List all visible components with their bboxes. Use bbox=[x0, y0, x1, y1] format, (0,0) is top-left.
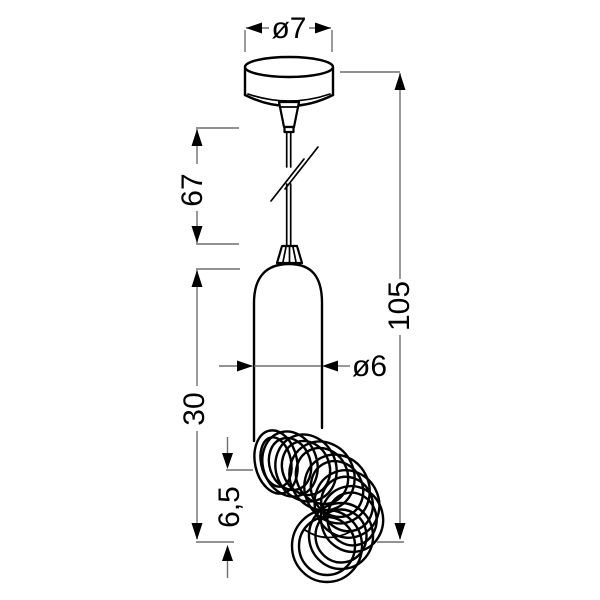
cord-grip-nub bbox=[283, 125, 295, 134]
dim-body-height: 30 bbox=[178, 268, 240, 540]
ring-inner bbox=[267, 436, 313, 492]
dim-label-body-diameter: ø6 bbox=[352, 350, 387, 383]
arrow-down-icon bbox=[222, 453, 233, 469]
dim-label-canopy-diameter: ø7 bbox=[271, 12, 306, 45]
dim-spiral-drop: 6,5 bbox=[196, 437, 253, 578]
dim-label-cord-length: 67 bbox=[176, 173, 209, 206]
canopy-cord-grip bbox=[277, 100, 301, 129]
arrow-down-icon bbox=[191, 226, 203, 243]
body-outline bbox=[252, 262, 324, 443]
spiral-ring bbox=[288, 440, 356, 512]
ring-outer bbox=[303, 453, 371, 525]
strain-relief-rib bbox=[282, 246, 287, 263]
arrow-up-icon bbox=[191, 270, 203, 287]
dim-canopy-diameter: ø7 bbox=[244, 12, 333, 52]
break-mark-lower bbox=[270, 158, 305, 202]
arrow-left-icon bbox=[322, 360, 338, 372]
strain-relief-rib bbox=[292, 246, 297, 263]
arrow-down-icon bbox=[191, 523, 203, 540]
dim-body-diameter: ø6 bbox=[219, 350, 387, 383]
spiral-ring bbox=[319, 484, 385, 554]
dim-label-spiral-drop: 6,5 bbox=[213, 486, 246, 528]
ring-outer bbox=[274, 433, 338, 503]
suspension-cable bbox=[270, 131, 319, 247]
ribbon-edge bbox=[304, 529, 351, 539]
ring-inner bbox=[314, 508, 368, 564]
lamp-body bbox=[252, 244, 324, 443]
break-mark-upper bbox=[284, 146, 319, 190]
ring-inner bbox=[297, 515, 357, 577]
ring-outer bbox=[290, 508, 364, 584]
arrow-left-icon bbox=[246, 22, 262, 34]
dim-cord-length: 67 bbox=[176, 127, 239, 245]
arrow-up-icon bbox=[222, 545, 233, 561]
dim-total-height: 105 bbox=[340, 71, 416, 543]
spiral-shade bbox=[253, 429, 385, 584]
ring-outer bbox=[288, 440, 356, 512]
arrow-up-icon bbox=[394, 73, 406, 90]
spiral-ring-front bbox=[290, 508, 364, 584]
dim-label-body-height: 30 bbox=[178, 392, 211, 425]
ceiling-canopy bbox=[243, 55, 335, 134]
ring-inner bbox=[326, 491, 378, 547]
arrow-right-icon bbox=[237, 360, 253, 372]
ring-outer bbox=[261, 430, 319, 498]
dim-label-total-height: 105 bbox=[383, 281, 416, 331]
ring-outer bbox=[319, 484, 385, 554]
spiral-ring bbox=[261, 430, 319, 498]
ring-inner bbox=[294, 446, 350, 506]
arrow-down-icon bbox=[394, 523, 406, 540]
arrow-right-icon bbox=[315, 22, 331, 34]
canopy-inner-rim bbox=[247, 93, 331, 102]
canopy-top bbox=[243, 55, 335, 79]
arrow-up-icon bbox=[191, 129, 203, 146]
